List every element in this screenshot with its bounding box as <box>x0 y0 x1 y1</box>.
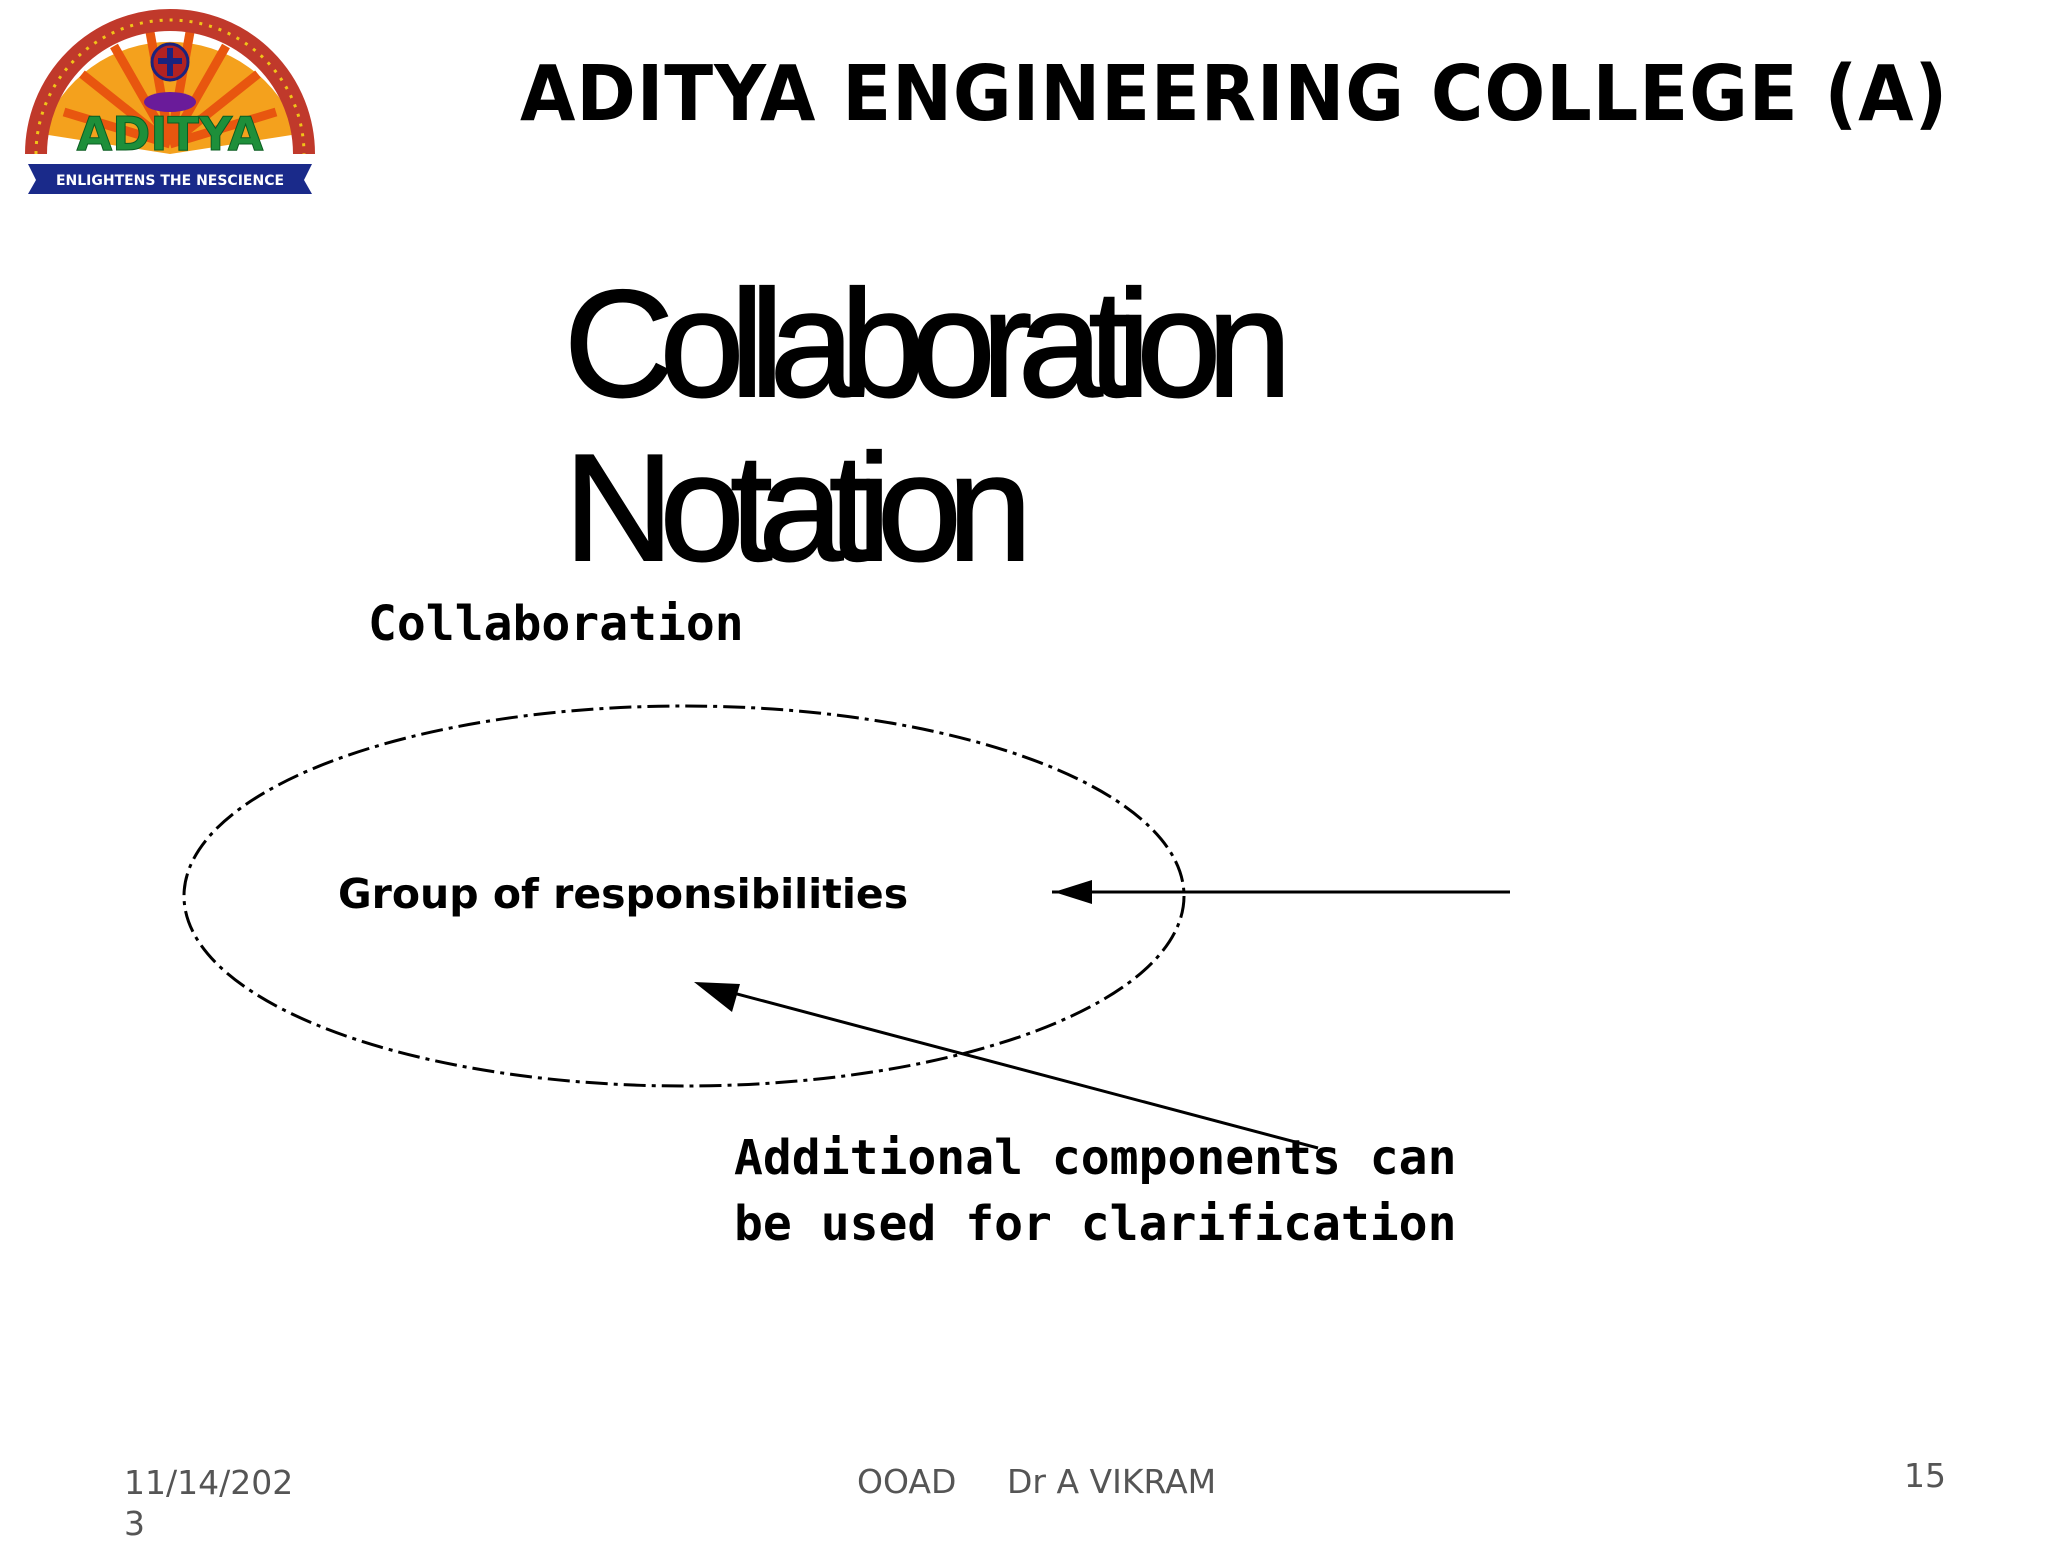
logo-wordmark: ADITYA <box>77 107 264 161</box>
collaboration-label: Collaboration <box>368 596 744 652</box>
slide-title-line-1: Collaboration <box>563 259 1293 429</box>
diagonal-arrowhead <box>694 982 740 1012</box>
collaboration-diagram: Collaboration Group of responsibilities … <box>182 596 1510 1252</box>
college-name-heading: ADITYA ENGINEERING COLLEGE (A) <box>520 50 1949 139</box>
slide-title: Collaboration Notation <box>563 259 1464 593</box>
slide-number: 15 <box>1904 1456 1946 1495</box>
responsibilities-text: Group of responsibilities <box>338 870 908 918</box>
footer-date: 11/14/2023 <box>124 1463 294 1543</box>
diagonal-arrow <box>721 988 1319 1150</box>
footer-author: Dr A VIKRAM <box>1007 1462 1217 1501</box>
collaboration-ellipse <box>182 704 1186 1088</box>
logo-tagline: ENLIGHTENS THE NESCIENCE <box>56 173 284 189</box>
logo-emblem <box>144 42 196 112</box>
footer-course: OOAD <box>857 1462 957 1501</box>
note-line-2: be used for clarification <box>734 1196 1456 1252</box>
slide-title-line-2: Notation <box>563 423 1033 593</box>
horizontal-arrowhead <box>1054 880 1092 904</box>
college-logo: ADITYA ENLIGHTENS THE NESCIENCE <box>25 9 315 194</box>
note-line-1: Additional components can <box>734 1130 1456 1186</box>
